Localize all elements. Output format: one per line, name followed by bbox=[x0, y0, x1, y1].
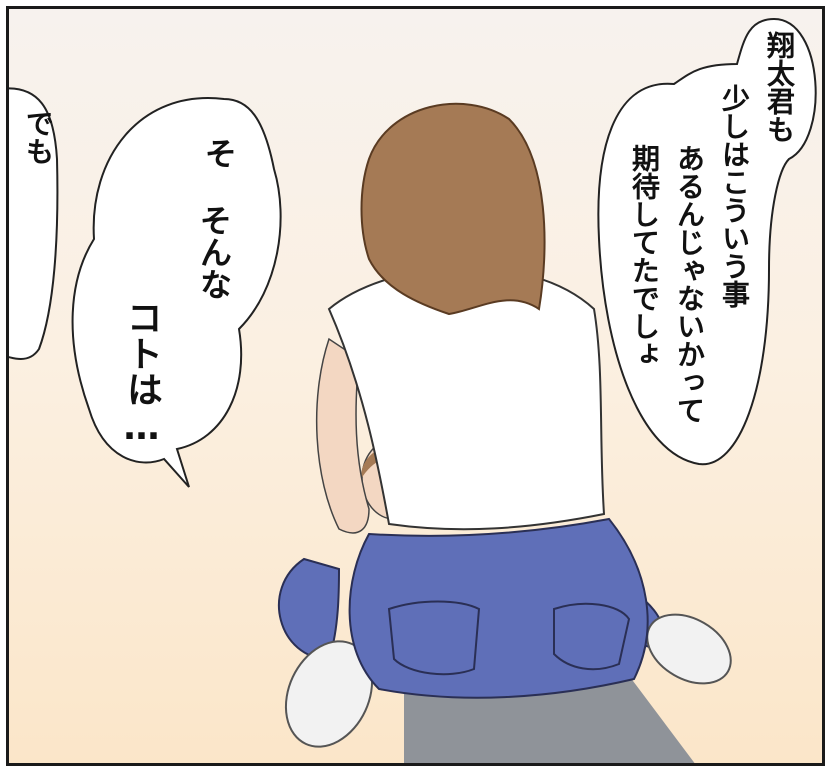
speech-bubble-left bbox=[9, 87, 59, 360]
woman-hair bbox=[360, 102, 546, 316]
bubble-right-line-4: 期待してたでしょ bbox=[628, 144, 661, 368]
bubble-middle-line-3: コトは… bbox=[121, 299, 162, 448]
jeans-pocket-right bbox=[553, 602, 631, 671]
panel-illustration bbox=[9, 17, 817, 763]
speech-bubble-right bbox=[597, 17, 817, 466]
woman-jeans bbox=[348, 517, 649, 699]
bubble-right-line-1: 翔太君も bbox=[763, 31, 796, 143]
jeans-pocket-left bbox=[387, 600, 481, 676]
woman-left-arm bbox=[315, 337, 370, 534]
bubble-right-line-3: あるんじゃないかって bbox=[673, 144, 706, 424]
bubble-right-line-2: 少しはこういう事 bbox=[718, 84, 751, 308]
bubble-middle-line-2: そんな bbox=[195, 204, 233, 300]
boy-sock-right bbox=[646, 613, 732, 685]
speech-bubble-middle bbox=[71, 97, 282, 488]
bubble-left-line-1: でも bbox=[22, 109, 55, 165]
comic-panel: 翔太君も 少しはこういう事 あるんじゃないかって 期待してたでしょ そ そんな … bbox=[6, 6, 825, 766]
bubble-middle-line-1: そ bbox=[200, 137, 238, 169]
boy-sock-left bbox=[284, 640, 374, 748]
